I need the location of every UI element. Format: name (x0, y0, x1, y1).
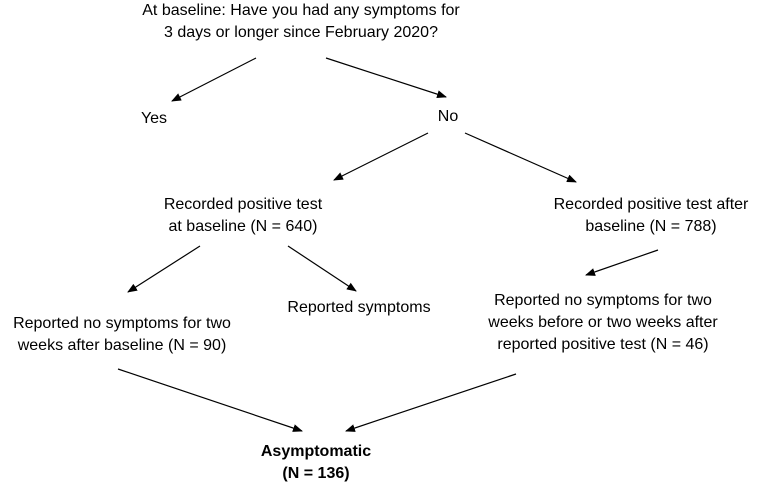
question-node: At baseline: Have you had any symptoms f… (129, 0, 473, 44)
positive-test-after-line-2: baseline (N = 788) (585, 218, 717, 235)
no-symptoms-baseline-line-1: Reported no symptoms for two (13, 315, 231, 332)
arrow-pos-baseline-to-reported-symptoms (287, 245, 357, 292)
no-symptoms-baseline-line-2: weeks after baseline (N = 90) (17, 337, 227, 354)
reported-symptoms-label: Reported symptoms (287, 299, 431, 316)
no-node: No (420, 106, 476, 128)
reported-symptoms-node: Reported symptoms (278, 297, 440, 319)
arrow-no-to-pos-after (464, 132, 577, 183)
no-label: No (437, 108, 459, 125)
yes-node: Yes (128, 108, 180, 130)
positive-test-baseline-line-2: at baseline (N = 640) (168, 218, 318, 235)
positive-test-baseline-line-1: Recorded positive test (163, 196, 323, 213)
positive-test-after-line-1: Recorded positive test after (553, 196, 749, 213)
no-symptoms-baseline-node: Reported no symptoms for two weeks after… (0, 313, 244, 357)
no-symptoms-after-node: Reported no symptoms for two weeks befor… (472, 290, 734, 356)
no-symptoms-after-line-2: weeks before or two weeks after (488, 314, 718, 331)
arrow-question-to-yes (171, 57, 257, 102)
asymptomatic-line-2: (N = 136) (282, 465, 350, 482)
positive-test-after-node: Recorded positive test after baseline (N… (540, 194, 762, 238)
arrow-no-symptoms-after-to-asymptomatic (345, 373, 517, 432)
yes-label: Yes (140, 110, 168, 127)
asymptomatic-node: Asymptomatic (N = 136) (248, 441, 384, 485)
question-line-1: At baseline: Have you had any symptoms f… (142, 2, 460, 19)
no-symptoms-after-line-3: reported positive test (N = 46) (497, 336, 709, 353)
arrow-pos-baseline-to-no-symptoms (127, 245, 201, 293)
arrow-question-to-no (325, 57, 447, 99)
no-symptoms-after-line-1: Reported no symptoms for two (494, 292, 712, 309)
positive-test-baseline-node: Recorded positive test at baseline (N = … (150, 194, 336, 238)
arrow-no-to-pos-baseline (333, 132, 429, 181)
arrow-pos-after-to-no-symptoms (585, 249, 659, 276)
arrow-no-symptoms-baseline-to-asymptomatic (117, 368, 303, 432)
asymptomatic-line-1: Asymptomatic (260, 443, 372, 460)
question-line-2: 3 days or longer since February 2020? (164, 24, 438, 41)
